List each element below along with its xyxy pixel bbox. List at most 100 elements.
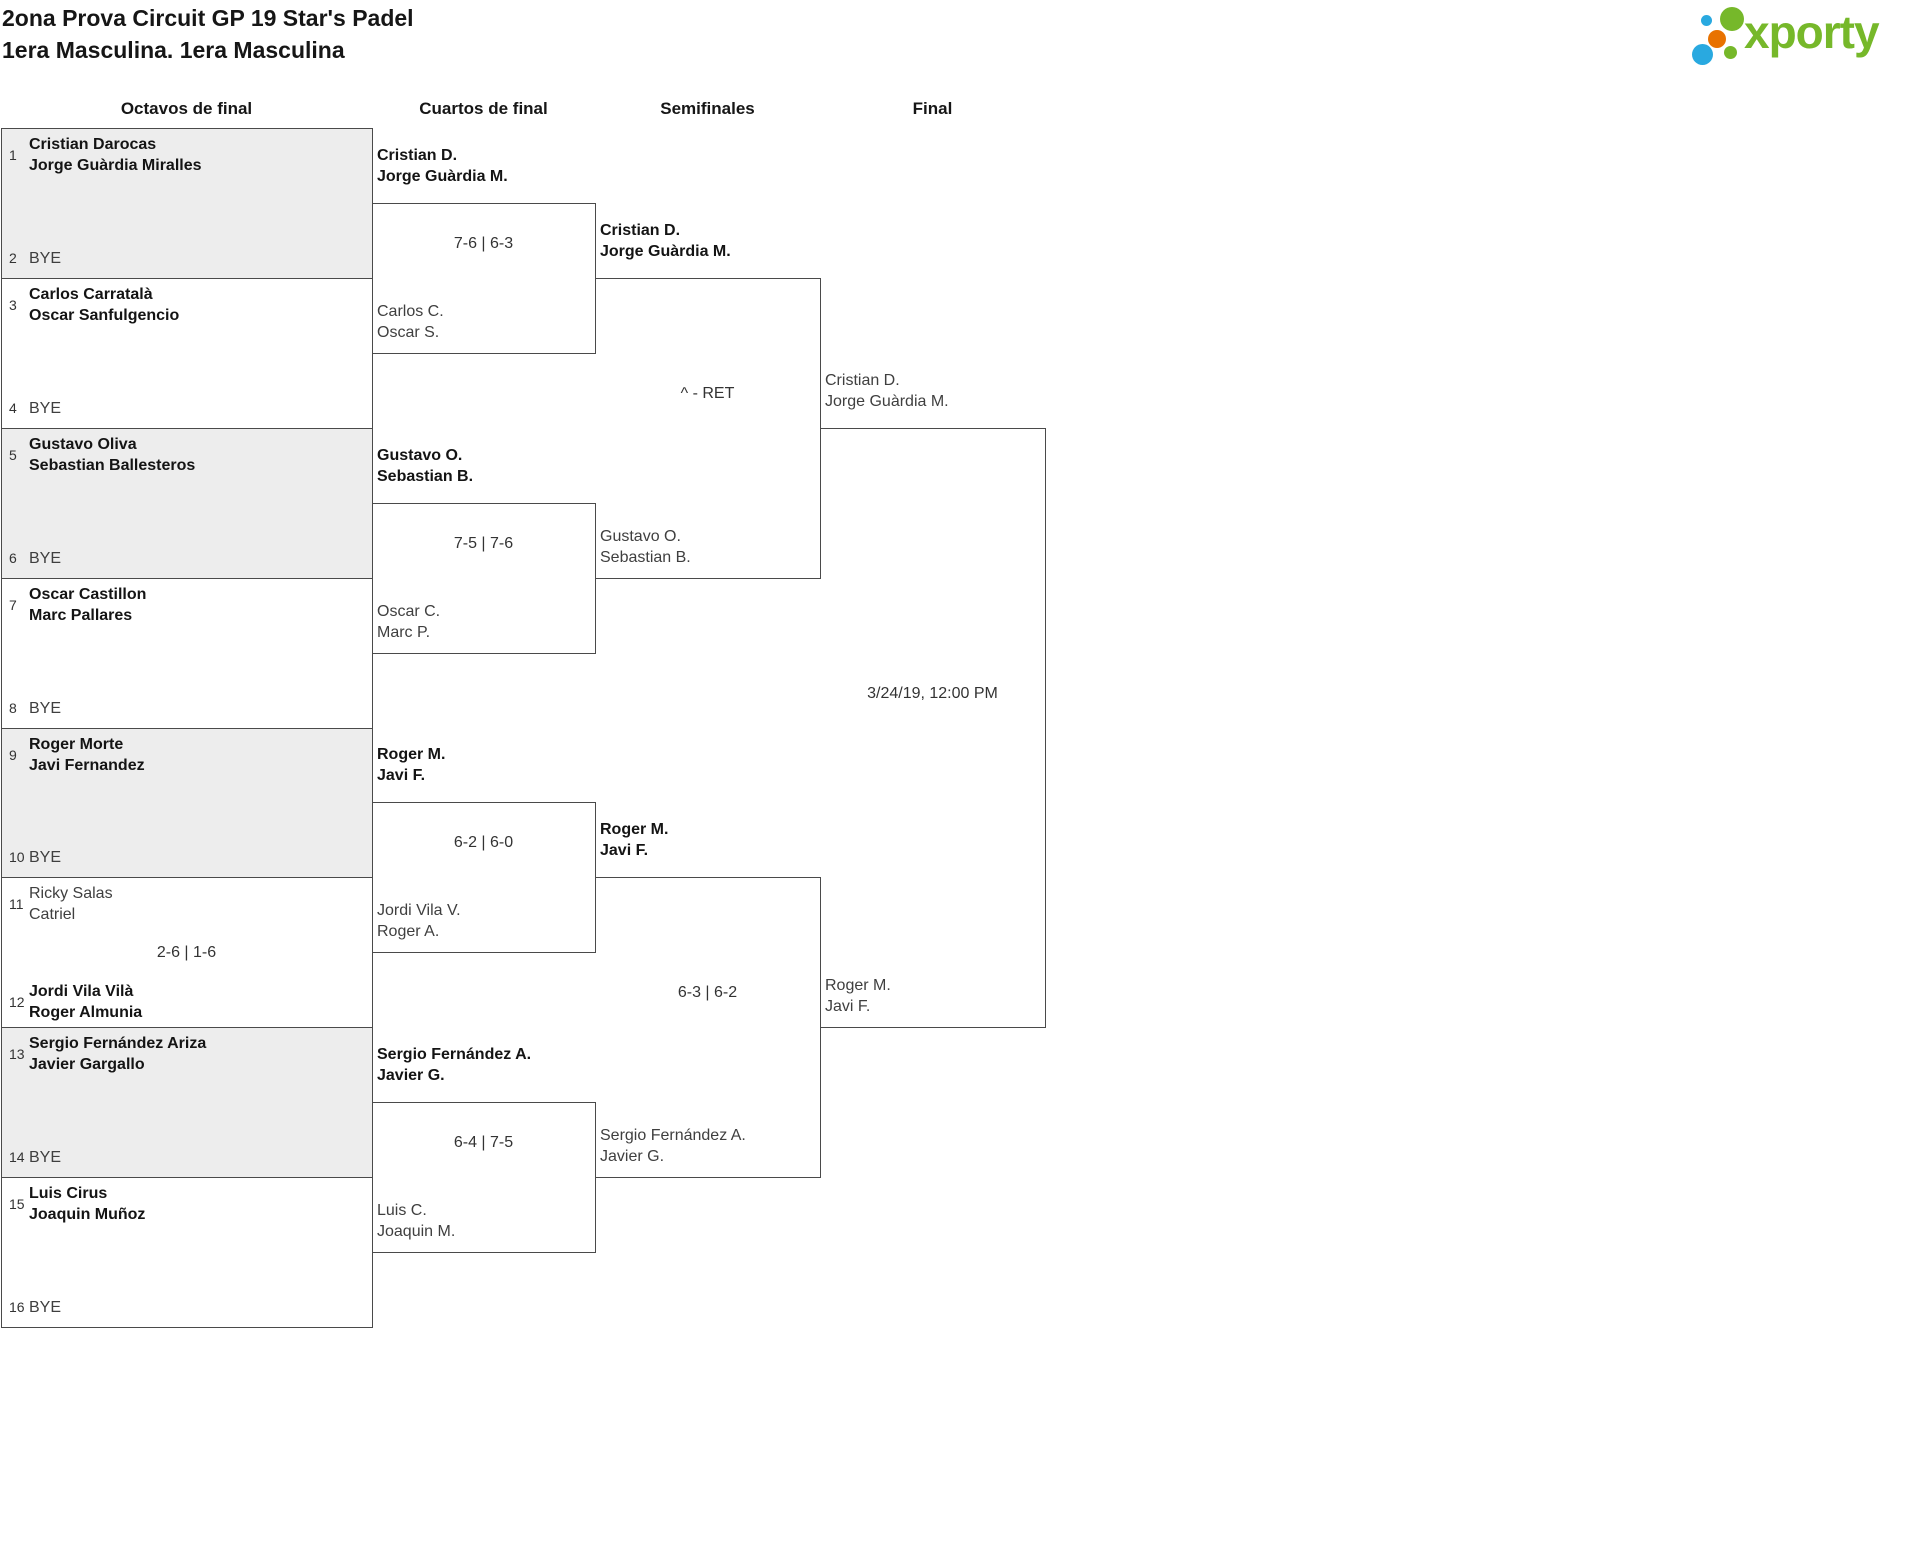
participant-names: Sergio Fernández A.Javier G. [600, 1125, 746, 1167]
participant-bottom: Roger M.Javi F. [825, 975, 1040, 1017]
participant-names: BYE [29, 248, 61, 269]
participant-names: Oscar C.Marc P. [377, 601, 440, 643]
participant-bottom: Jordi Vila V. Roger A. [377, 900, 590, 942]
match-box-octavos-8 [1, 1177, 373, 1328]
seed-number: 11 [9, 895, 24, 912]
logo-dot-green-large-icon [1720, 7, 1744, 31]
participant-top: Gustavo O.Sebastian B. [377, 445, 590, 487]
participant-bottom: Carlos C.Oscar S. [377, 301, 590, 343]
participant-names: Cristian D.Jorge Guàrdia M. [600, 220, 731, 262]
match-box-final-1 [820, 428, 1046, 1028]
seed-number: 16 [9, 1299, 25, 1315]
participant-names: Gustavo O.Sebastian B. [377, 445, 473, 487]
participant-top: Sergio Fernández A. Javier G. [377, 1044, 590, 1086]
participant-names: BYE [29, 698, 61, 719]
logo-dot-blue-small-icon [1701, 15, 1712, 26]
participant-name-line: Joaquin M. [377, 1223, 456, 1240]
participant-name-line: Javier Gargallo [29, 1056, 145, 1073]
participant-names: Roger M.Javi F. [825, 975, 891, 1017]
participant-name-line: Jordi Vila V. [377, 902, 461, 919]
participant-name-line: Sebastian B. [377, 468, 474, 485]
participant-top: Cristian D.Jorge Guàrdia M. [600, 220, 815, 262]
participant-top: Roger M.Javi F. [377, 744, 590, 786]
match-box-octavos-2 [1, 278, 373, 429]
participant-name-line: Jorge Guàrdia Miralles [29, 157, 202, 174]
participant-top: Cristian D.Jorge Guàrdia M. [825, 370, 1040, 412]
tournament-title: 2ona Prova Circuit GP 19 Star's Padel [2, 5, 414, 31]
seed-number: 15 [9, 1195, 25, 1212]
participant-name-line: Oscar Sanfulgencio [29, 307, 180, 324]
participant-name-line: BYE [29, 1299, 62, 1316]
round-header-semifinales: Semifinales [660, 99, 755, 118]
match-box-octavos-5 [1, 728, 373, 878]
seed-number: 9 [9, 746, 17, 763]
participant-name-line: Cristian D. [825, 372, 900, 389]
participant-name-line: Joaquin Muñoz [29, 1206, 146, 1223]
seed-number: 4 [9, 400, 17, 416]
participant-name-line: BYE [29, 700, 62, 717]
logo-dot-orange-icon [1708, 30, 1726, 48]
participant-names: Luis C. Joaquin M. [377, 1200, 455, 1242]
participant-name-line: Roger M. [825, 977, 891, 994]
participant-name-line: Roger A. [377, 923, 440, 940]
participant-name-line: Gustavo O. [600, 528, 681, 545]
participant-name-line: Luis Cirus [29, 1185, 108, 1202]
seed-number: 6 [9, 550, 17, 566]
participant-name-line: Javi F. [600, 842, 649, 859]
participant-name-line: Jorge Guàrdia M. [377, 168, 508, 185]
participant-name-line: Roger Almunia [29, 1004, 143, 1021]
round-header-octavos: Octavos de final [120, 99, 253, 118]
xporty-logo[interactable]: xporty [1680, 5, 1918, 85]
participant-top: Roger M.Javi F. [600, 819, 815, 861]
participant-names: Cristian D.Jorge Guàrdia M. [825, 370, 949, 412]
participant-names: BYE [29, 847, 61, 868]
match-score: 6-2 | 6-0 [453, 834, 514, 851]
participant-names: BYE [29, 548, 61, 569]
participant-names: Roger M.Javi F. [377, 744, 445, 786]
match-score: 7-6 | 6-3 [453, 235, 514, 252]
participant-name-line: Sergio Fernández A. [377, 1046, 532, 1063]
category-subtitle: 1era Masculina. 1era Masculina [2, 37, 345, 63]
participant-bottom: Sergio Fernández A.Javier G. [600, 1125, 815, 1167]
participant-names: BYE [29, 398, 61, 419]
participant-name-line: Luis C. [377, 1202, 427, 1219]
round-header-final: Final [912, 99, 953, 118]
participant-name-line: Gustavo Oliva [29, 436, 137, 453]
participant-name-line: BYE [29, 550, 62, 567]
participant-bottom: Oscar C.Marc P. [377, 601, 590, 643]
participant-bottom: Gustavo O.Sebastian B. [600, 526, 815, 568]
participant-name-line: Carlos C. [377, 303, 444, 320]
participant-bottom: 4 BYE [9, 398, 364, 419]
participant-name-line: Jordi Vila Vilà [29, 983, 134, 1000]
seed-number: 5 [9, 446, 17, 463]
seed-number: 1 [9, 146, 17, 163]
participant-name-line: Sergio Fernández Ariza [29, 1035, 207, 1052]
participant-name-line: Javi F. [377, 767, 426, 784]
participant-name-line: Javier G. [377, 1067, 445, 1084]
participant-name-line: Oscar Castillon [29, 586, 147, 603]
participant-name-line: BYE [29, 250, 62, 267]
logo-dot-green-small-icon [1724, 46, 1737, 59]
participant-names: BYE [29, 1147, 61, 1168]
participant-name-line: Oscar C. [377, 603, 441, 620]
participant-name-line: Ricky Salas [29, 885, 113, 902]
participant-name-line: Carlos Carratalà [29, 286, 153, 303]
participant-name-line: Roger Morte [29, 736, 124, 753]
